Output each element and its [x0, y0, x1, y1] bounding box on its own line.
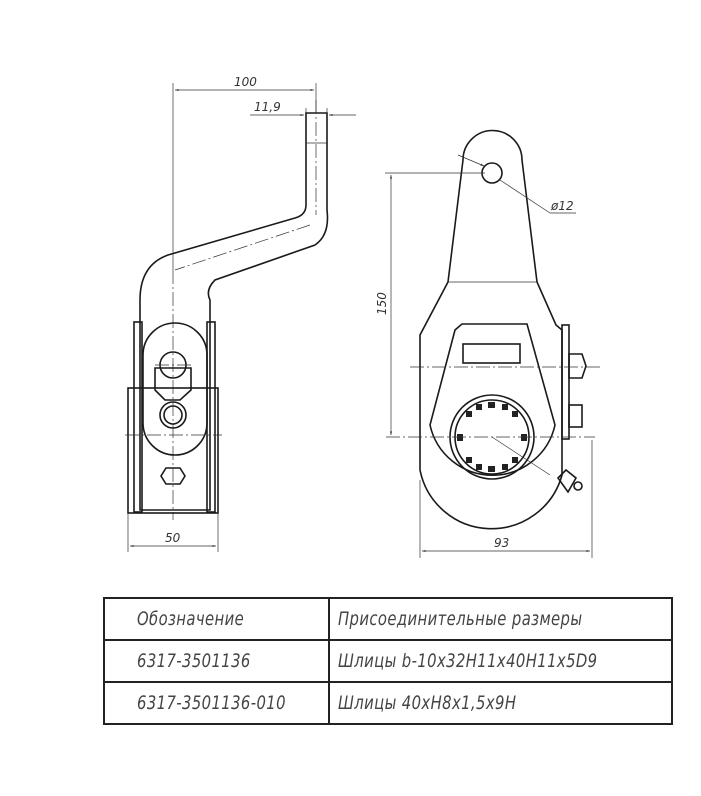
- header-connection-dims: Присоединительные размеры: [327, 597, 673, 641]
- variants-table: Обозначение Присоединительные размеры 63…: [103, 597, 673, 725]
- adjust-nut: [568, 353, 587, 379]
- side-view: 100 11,9 50: [125, 75, 356, 552]
- header-designation: Обозначение: [103, 597, 330, 641]
- dim-150: 150: [375, 292, 389, 315]
- dims-cell: Шлицы 40xH8x1,5x9H: [327, 681, 673, 725]
- grease-nipple: [556, 468, 583, 494]
- hex-nut: [160, 467, 186, 485]
- dims-cell: Шлицы b-10x32H11x40H11x5D9: [327, 639, 673, 683]
- side-plate: [561, 324, 570, 440]
- dim-11-9: 11,9: [254, 100, 281, 114]
- dim-50: 50: [165, 531, 181, 545]
- front-view: 150 ø12 93: [375, 129, 600, 558]
- dim-hole-diameter: ø12: [550, 199, 574, 213]
- designation-cell: 6317-3501136-010: [103, 681, 330, 725]
- designation-cell: 6317-3501136: [103, 639, 330, 683]
- body-flange: [127, 387, 219, 514]
- inner-plate: [429, 323, 556, 477]
- spline-teeth: [457, 402, 527, 472]
- spline-hub: [449, 394, 535, 480]
- cover-plate: [142, 322, 208, 456]
- table-row: 6317-3501136-010 Шлицы 40xH8x1,5x9H: [103, 681, 673, 725]
- label-window: [462, 343, 521, 364]
- bolt: [568, 404, 583, 428]
- dim-100: 100: [234, 75, 257, 89]
- lever-body: [419, 129, 563, 530]
- table-header-row: Обозначение Присоединительные размеры: [103, 597, 673, 641]
- table-row: 6317-3501136 Шлицы b-10x32H11x40H11x5D9: [103, 639, 673, 683]
- dim-93: 93: [494, 536, 509, 550]
- lever-arm: [139, 112, 329, 511]
